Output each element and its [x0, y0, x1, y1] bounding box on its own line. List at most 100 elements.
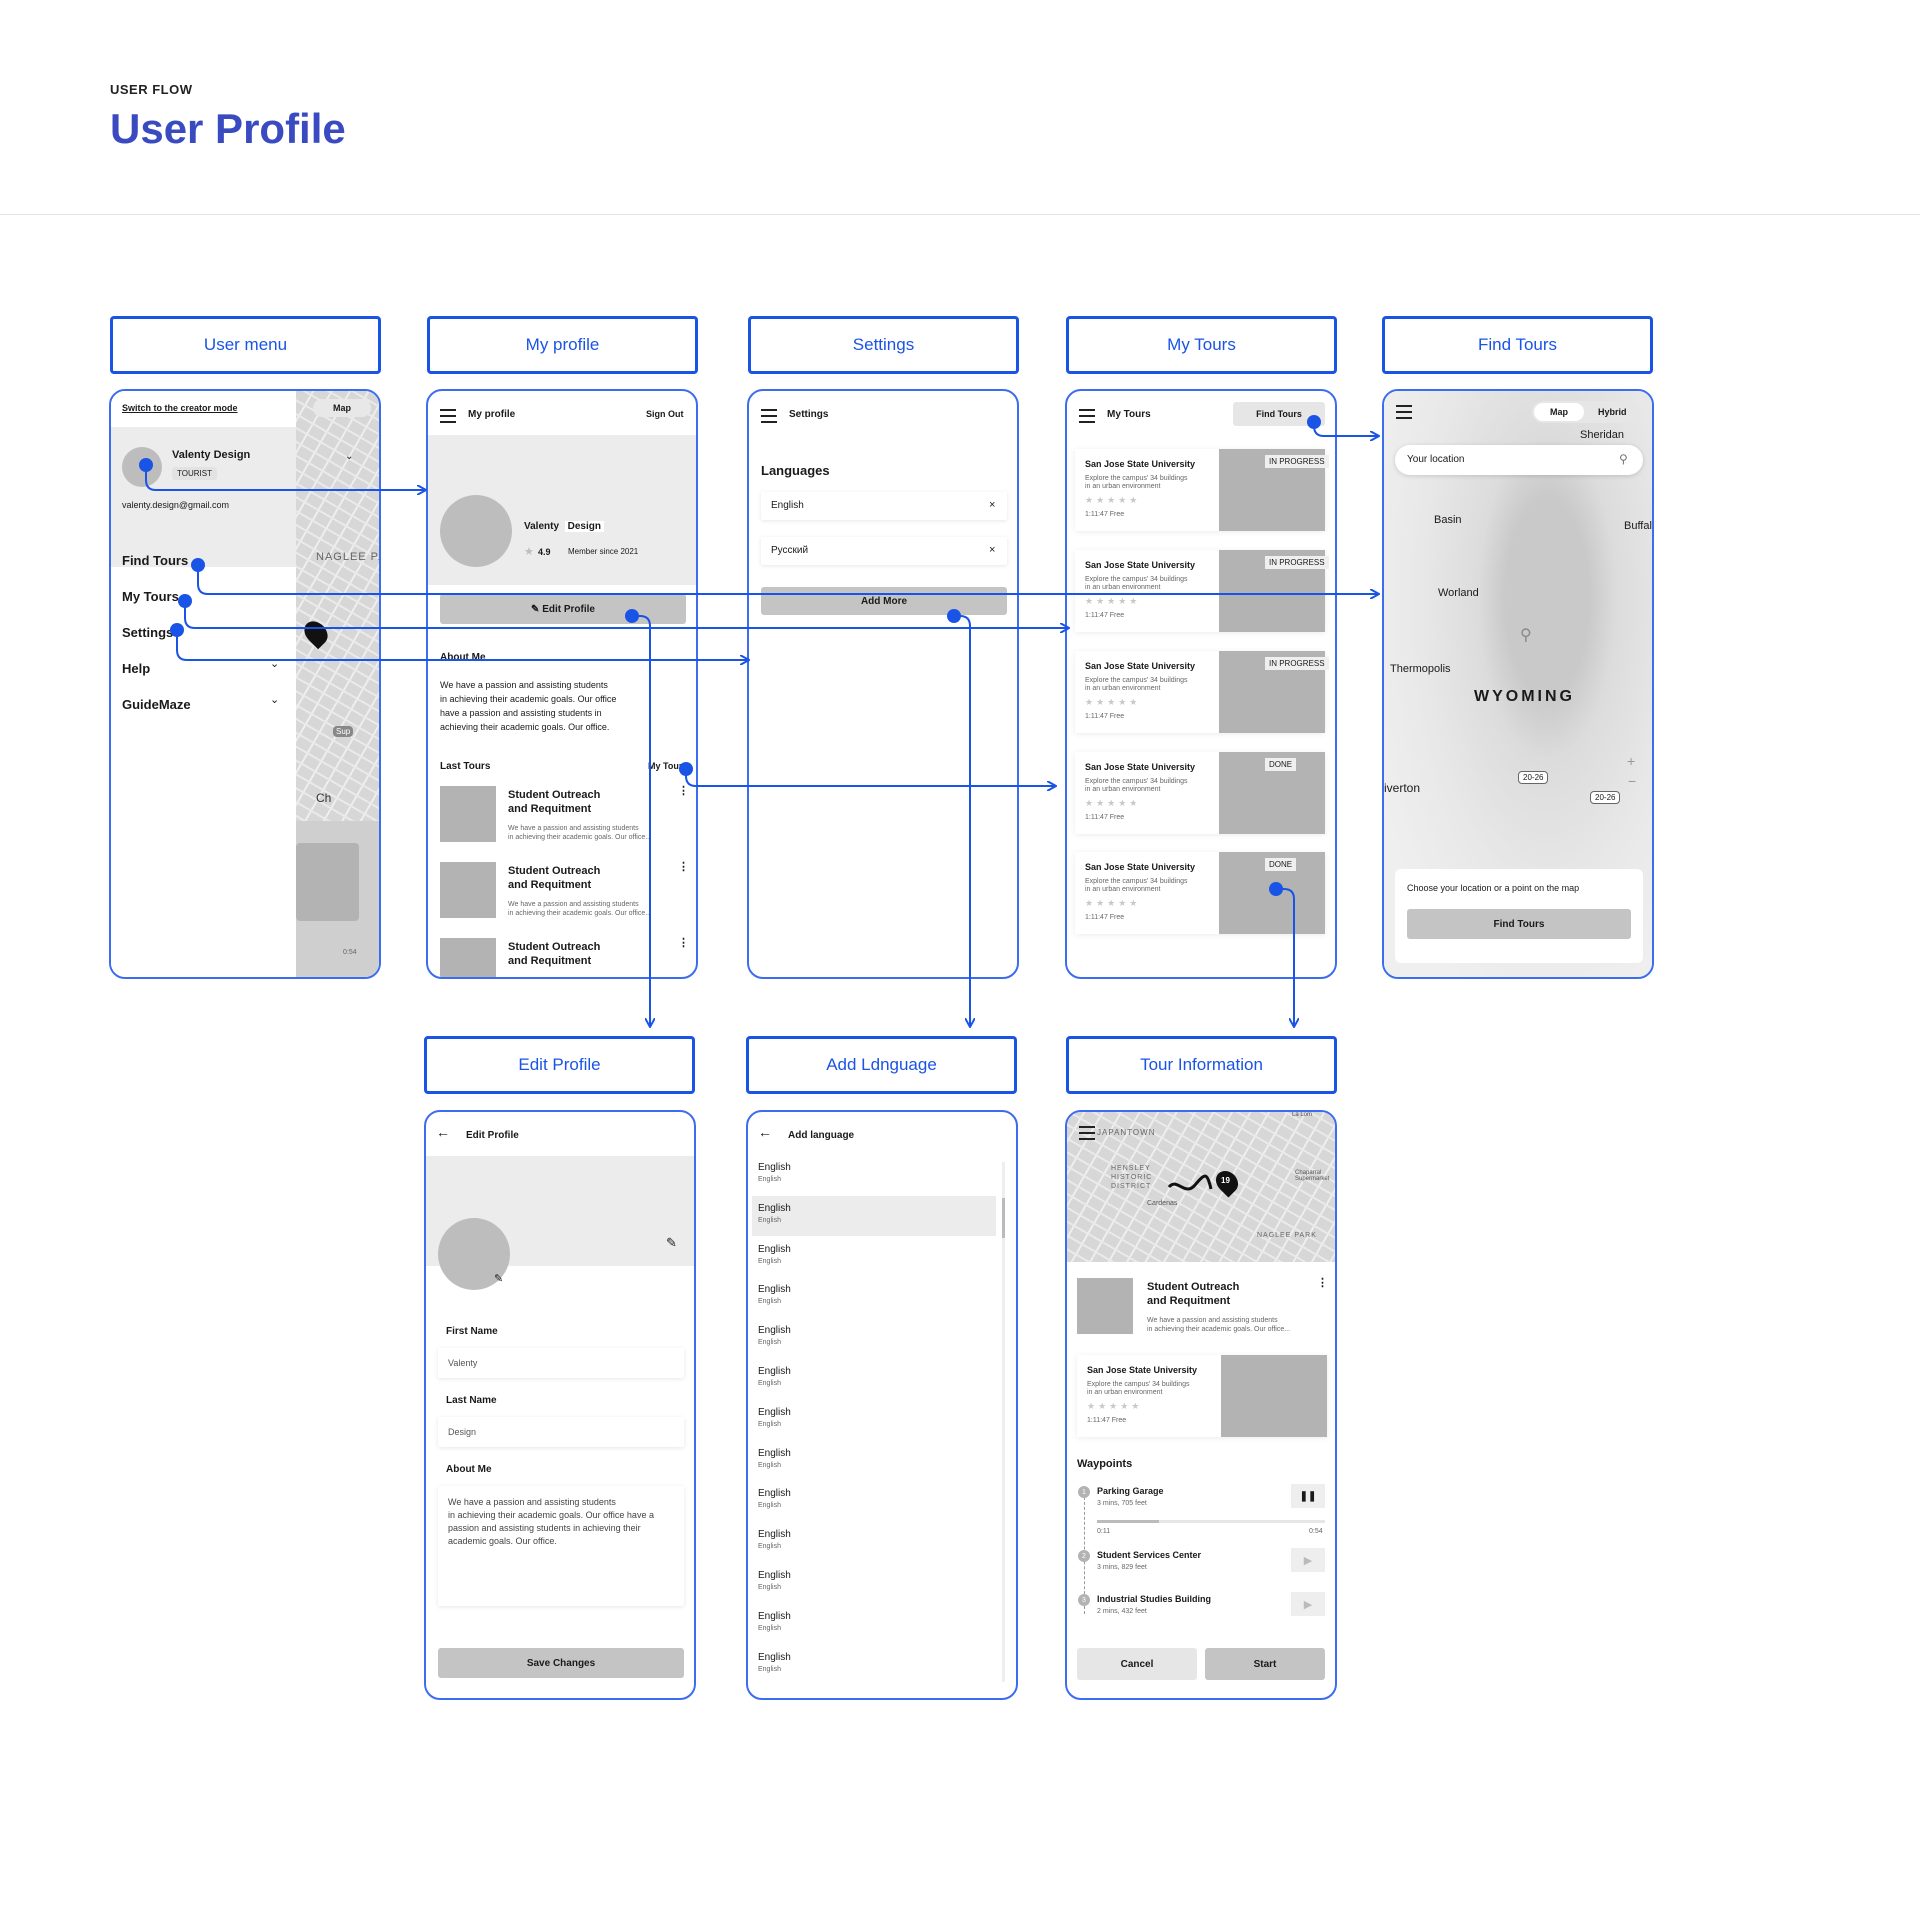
waypoint-title: Student Services Center	[1097, 1550, 1202, 1560]
back-arrow-icon[interactable]: ←	[758, 1124, 772, 1140]
last-name-label: Last Name	[446, 1395, 497, 1406]
menu-item-help[interactable]: Help	[122, 661, 151, 676]
map-label: Ch	[316, 791, 332, 805]
map-label: JAPANTOWN	[1097, 1128, 1156, 1137]
location-input[interactable]: Your location ⚲	[1395, 445, 1643, 475]
switch-mode-link[interactable]: Switch to the creator mode	[122, 403, 238, 413]
pin-number: 19	[1221, 1176, 1230, 1185]
map-pin-icon: ⚲	[1520, 627, 1532, 644]
language-row: Русский ×	[761, 537, 1007, 565]
waypoint-desc: 3 mins, 705 feet	[1097, 1500, 1147, 1507]
card-title: San Jose State University	[1085, 862, 1196, 872]
menu-item-my-tours[interactable]: My Tours	[122, 589, 179, 604]
hybrid-toggle[interactable]: Hybrid	[1598, 407, 1627, 417]
card-desc: in an urban environment	[1085, 886, 1161, 893]
tour-information-screen: JAPANTOWN HENSLEY HISTORIC DISTRICT Card…	[1065, 1110, 1337, 1700]
zoom-out-icon[interactable]: −	[1628, 773, 1637, 789]
language-name: English	[758, 1202, 791, 1214]
about-title: About Me	[440, 652, 486, 663]
save-changes-button[interactable]: Save Changes	[438, 1648, 684, 1678]
menu-icon[interactable]	[1079, 1126, 1095, 1140]
card-desc: Explore the campus' 34 buildings	[1085, 677, 1188, 684]
find-tours-screen: Map Hybrid Sheridan Your location ⚲ Basi…	[1382, 389, 1654, 979]
map-button[interactable]: Map	[313, 399, 371, 417]
card-meta: 1:11:47 Free	[1087, 1417, 1127, 1424]
play-button[interactable]: ▶	[1291, 1548, 1325, 1572]
menu-icon[interactable]	[1396, 405, 1412, 419]
back-arrow-icon[interactable]: ←	[436, 1124, 450, 1140]
pencil-icon[interactable]: ✎	[494, 1273, 504, 1285]
add-more-button[interactable]: Add More	[761, 587, 1007, 615]
card-title: San Jose State University	[1085, 762, 1196, 772]
avatar	[122, 447, 162, 487]
tour-desc: We have a passion and assisting students	[1147, 1317, 1278, 1324]
menu-item-find-tours[interactable]: Find Tours	[122, 553, 189, 568]
waypoint-number: 3	[1078, 1594, 1090, 1606]
map-toggle[interactable]: Map	[1534, 403, 1584, 421]
pencil-icon[interactable]: ✎	[666, 1235, 677, 1250]
language-native-name: English	[758, 1584, 781, 1591]
scrollbar[interactable]	[1002, 1162, 1005, 1682]
last-name-field[interactable]: Design	[438, 1417, 684, 1447]
menu-icon[interactable]	[761, 409, 777, 423]
map-label: La Lom	[1292, 1112, 1313, 1118]
find-tours-button[interactable]: Find Tours	[1407, 909, 1631, 939]
divider	[0, 214, 1920, 215]
label-my-tours: My Tours	[1066, 316, 1337, 374]
my-tours-link[interactable]: My Tours	[648, 761, 688, 771]
card-desc: Explore the campus' 34 buildings	[1085, 778, 1188, 785]
pause-button[interactable]: ❚❚	[1291, 1484, 1325, 1508]
tour-card[interactable]: San Jose State University Explore the ca…	[1077, 1355, 1327, 1437]
place-label: Buffal	[1624, 520, 1652, 532]
waypoints-title: Waypoints	[1077, 1458, 1133, 1470]
menu-icon[interactable]	[1079, 409, 1095, 423]
location-pin-icon[interactable]: ⚲	[1619, 452, 1628, 466]
more-icon[interactable]: ⋮	[678, 937, 689, 949]
menu-item-guidemaze[interactable]: GuideMaze	[122, 697, 191, 712]
rating-stars: ★★★★★	[1085, 898, 1141, 908]
member-since: Member since 2021	[568, 547, 639, 556]
settings-screen: Settings Languages English × Русский × A…	[747, 389, 1019, 979]
edit-profile-button[interactable]: ✎ Edit Profile	[440, 594, 686, 624]
menu-icon[interactable]	[440, 409, 456, 423]
about-field[interactable]: We have a passion and assisting students…	[438, 1486, 684, 1606]
tour-title: and Requitment	[508, 803, 592, 815]
tour-desc: in achieving their academic goals. Our o…	[508, 910, 652, 917]
more-icon[interactable]: ⋮	[1317, 1277, 1328, 1289]
language-native-name: English	[758, 1502, 781, 1510]
audio-progress-fill	[1097, 1520, 1159, 1523]
play-button[interactable]: ▶	[1291, 1592, 1325, 1616]
close-icon[interactable]: ×	[989, 499, 996, 511]
audio-progress[interactable]	[1097, 1520, 1325, 1523]
card-title: San Jose State University	[1085, 661, 1196, 671]
sign-out-button[interactable]: Sign Out	[646, 409, 684, 419]
last-tours-title: Last Tours	[440, 761, 491, 772]
chevron-down-icon[interactable]: ⌄	[345, 451, 354, 462]
first-name: Valenty	[524, 521, 560, 532]
cancel-button[interactable]: Cancel	[1077, 1648, 1197, 1680]
choose-hint: Choose your location or a point on the m…	[1407, 883, 1580, 893]
start-button[interactable]: Start	[1205, 1648, 1325, 1680]
zoom-in-icon[interactable]: +	[1627, 753, 1636, 769]
rating-stars: ★★★★★	[1085, 495, 1141, 505]
label-my-profile: My profile	[427, 316, 698, 374]
find-tours-button[interactable]: Find Tours	[1233, 402, 1325, 426]
language-name: Русский	[771, 545, 809, 556]
tour-title: Student Outreach	[508, 941, 601, 953]
more-icon[interactable]: ⋮	[678, 785, 689, 797]
first-name-field[interactable]: Valenty	[438, 1348, 684, 1378]
menu-item-settings[interactable]: Settings	[122, 625, 174, 640]
more-icon[interactable]: ⋮	[678, 861, 689, 873]
close-icon[interactable]: ×	[989, 544, 996, 556]
chevron-down-icon: ⌄	[270, 694, 280, 706]
role-badge: TOURIST	[172, 467, 217, 480]
language-name: English	[771, 500, 804, 511]
user-name: Valenty Design	[172, 449, 251, 461]
edit-profile-screen: ← Edit Profile ✎ ✎ First Name Valenty La…	[424, 1110, 696, 1700]
